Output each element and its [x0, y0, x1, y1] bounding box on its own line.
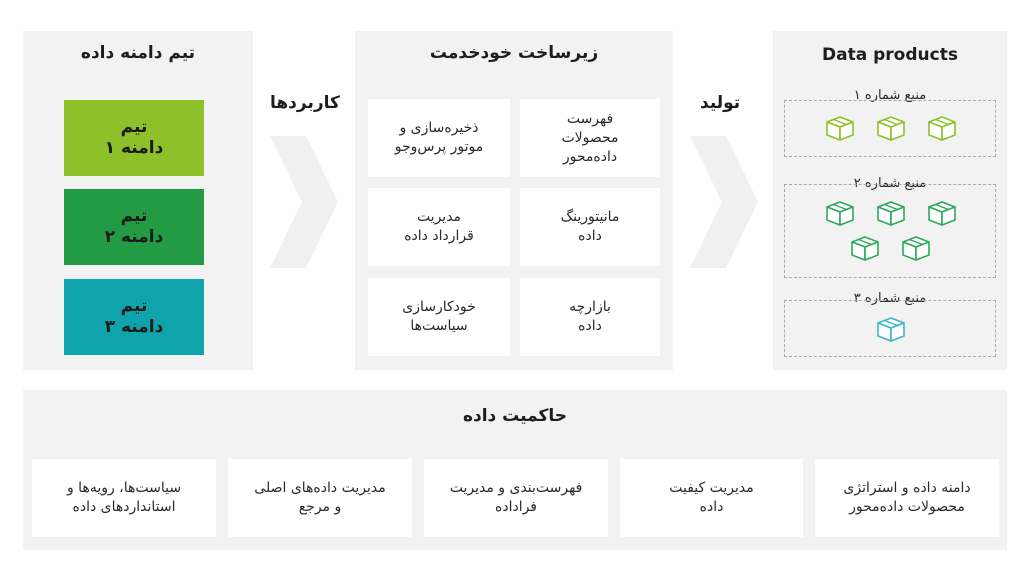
- data-monitoring-box: مانیتورینگ داده: [520, 188, 660, 266]
- chevron-arrow-icon: [270, 136, 338, 268]
- box-icon: [900, 233, 932, 263]
- box-icon: [824, 113, 856, 143]
- source-2-box: [784, 184, 996, 278]
- governance-metadata-box: فهرست‌بندی و مدیریت فراداده: [424, 459, 608, 537]
- data-marketplace-box: بازارچه داده: [520, 278, 660, 356]
- applications-label: کاربردها: [270, 93, 340, 113]
- box-icon: [875, 314, 907, 344]
- box-icon: [926, 198, 958, 228]
- data-products-panel: Data products: [773, 31, 1007, 370]
- domain-team-title: تیم دامنه داده: [80, 43, 196, 63]
- governance-title: حاکمیت داده: [462, 406, 568, 426]
- policy-automation-box: خودکارسازی سیاست‌ها: [368, 278, 510, 356]
- source-3-box: [784, 300, 996, 357]
- product-catalog-box: فهرست محصولات داده‌محور: [520, 99, 660, 177]
- chevron-arrow-icon: [690, 136, 758, 268]
- governance-domain-strategy-box: دامنه داده و استراتژی محصولات داده‌محور: [815, 459, 999, 537]
- box-icon: [875, 113, 907, 143]
- data-contract-box: مدیریت قرارداد داده: [368, 188, 510, 266]
- governance-master-data-box: مدیریت داده‌های اصلی و مرجع: [228, 459, 412, 537]
- source-3-label: منبع شماره ۳: [853, 291, 927, 306]
- production-label: تولید: [700, 93, 741, 113]
- self-serve-title: زیرساخت خودخدمت: [429, 43, 599, 63]
- source-1-label: منبع شماره ۱: [853, 88, 927, 103]
- source-2-label: منبع شماره ۲: [853, 176, 927, 191]
- data-products-title: Data products: [822, 45, 958, 65]
- governance-quality-box: مدیریت کیفیت داده: [620, 459, 803, 537]
- storage-query-engine-box: ذخیره‌سازی و موتور پرس‌وجو: [368, 99, 510, 177]
- domain-team-2: تیم دامنه ۲: [64, 189, 204, 265]
- box-icon: [875, 198, 907, 228]
- source-1-box: [784, 100, 996, 157]
- box-icon: [849, 233, 881, 263]
- domain-team-1: تیم دامنه ۱: [64, 100, 204, 176]
- domain-team-3: تیم دامنه ۳: [64, 279, 204, 355]
- box-icon: [926, 113, 958, 143]
- governance-policies-box: سیاست‌ها، رویه‌ها و استانداردهای داده: [32, 459, 216, 537]
- box-icon: [824, 198, 856, 228]
